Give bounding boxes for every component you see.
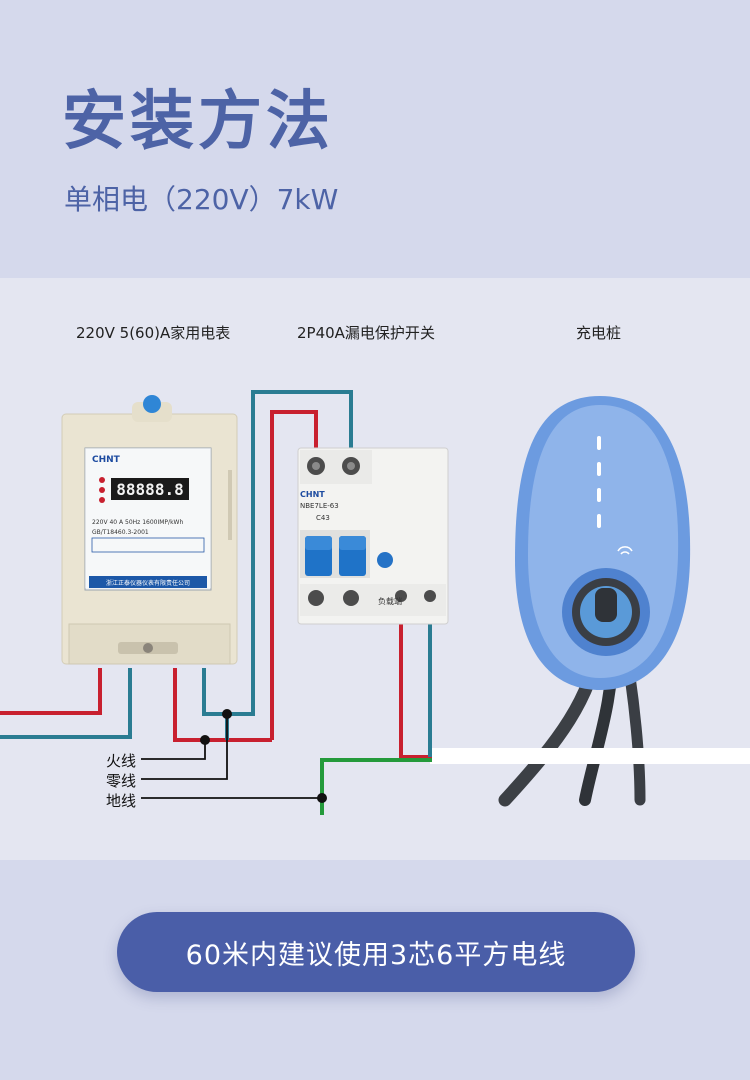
junction-dots	[200, 709, 327, 803]
breaker-rating: C43	[316, 514, 330, 522]
meter-maker: 浙江正泰仪器仪表有限责任公司	[106, 579, 190, 587]
meter-display	[111, 478, 189, 500]
ground-wire-label: 地线	[106, 792, 137, 810]
recommendation-banner: 60米内建议使用3芯6平方电线	[117, 912, 635, 992]
live-wire-label: 火线	[106, 752, 137, 770]
charging-station	[515, 396, 691, 690]
meter-specs: 220V 40 A 50Hz 1600IMP/kWh	[92, 519, 183, 526]
charging-plug	[595, 588, 617, 622]
wifi-icon	[617, 546, 633, 552]
breaker-load-text: 负载端	[378, 596, 402, 606]
meter-standard: GB/T18460.3-2001	[92, 529, 149, 536]
leakage-breaker: CHNT NBE7LE-63 C43 负载端	[297, 447, 449, 625]
meter-display-digits: 88888.8	[116, 480, 183, 499]
page-subtitle: 单相电（220V）7kW	[64, 183, 339, 216]
recommendation-text: 60米内建议使用3芯6平方电线	[185, 939, 567, 971]
meter-label: 220V 5(60)A家用电表	[76, 324, 231, 342]
charger-label: 充电桩	[576, 324, 622, 342]
meter-seal	[143, 395, 161, 413]
meter-brand: CHNT	[92, 455, 121, 465]
breaker-label: 2P40A漏电保护开关	[297, 324, 435, 342]
breaker-model: NBE7LE-63	[300, 502, 339, 510]
electric-meter: 88888.8 CHNT 220V 40 A 50Hz 1600IMP/kWh …	[61, 395, 238, 665]
neutral-wire-label: 零线	[106, 772, 137, 790]
meter-maker-strip	[89, 576, 207, 588]
charger-supply-cable	[430, 748, 750, 764]
breaker-test-button	[377, 552, 393, 568]
breaker-brand: CHNT	[300, 490, 325, 499]
page-title: 安装方法	[62, 85, 334, 159]
wire-leaders	[141, 714, 322, 799]
